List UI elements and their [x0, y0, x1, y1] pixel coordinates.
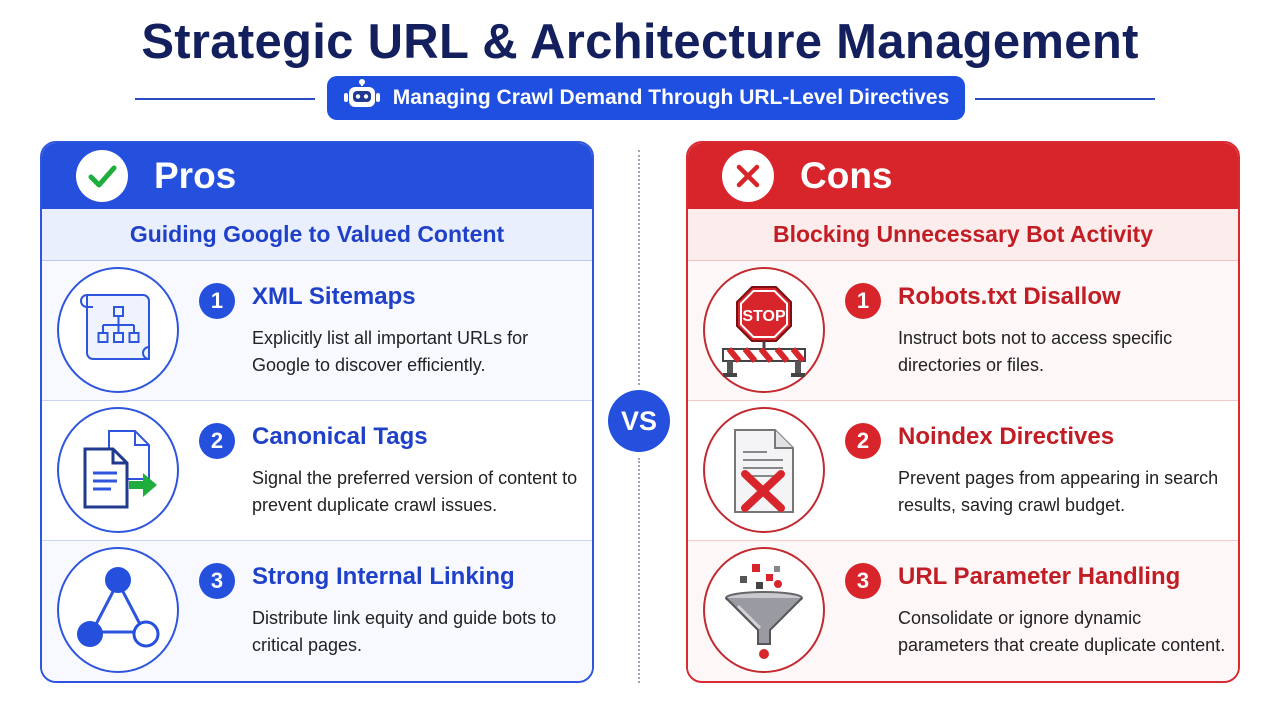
- item-title: Noindex Directives: [898, 423, 1115, 450]
- stop-sign-barrier-icon: STOP: [703, 267, 825, 393]
- pros-item: 2 Canonical Tags Signal the preferred ve…: [42, 401, 592, 541]
- item-description: Prevent pages from appearing in search r…: [898, 468, 1219, 515]
- cons-panel: Cons Blocking Unnecessary Bot Activity S…: [686, 141, 1240, 683]
- item-description: Explicitly list all important URLs for G…: [252, 328, 529, 375]
- document-arrow-icon: [57, 407, 179, 533]
- cons-item: 2 Noindex Directives Prevent pages from …: [688, 401, 1238, 541]
- subtitle-divider-right: [975, 98, 1155, 100]
- item-description: Signal the preferred version of content …: [252, 468, 578, 515]
- stop-sign-text: STOP: [742, 308, 786, 325]
- item-number: 1: [199, 283, 235, 319]
- robot-icon: [343, 79, 381, 117]
- item-number: 3: [845, 563, 881, 599]
- vs-divider-bottom: [638, 458, 640, 683]
- subtitle-row: Managing Crawl Demand Through URL-Level …: [135, 76, 1155, 122]
- item-number: 2: [199, 423, 235, 459]
- item-title: URL Parameter Handling: [898, 563, 1181, 590]
- item-number: 1: [845, 283, 881, 319]
- page-title: Strategic URL & Architecture Management: [141, 15, 1139, 69]
- item-number: 2: [845, 423, 881, 459]
- funnel-icon: [703, 547, 825, 673]
- cons-heading: Cons: [800, 155, 893, 196]
- document-x-icon: [703, 407, 825, 533]
- pros-item: 3 Strong Internal Linking Distribute lin…: [42, 541, 592, 681]
- item-title: Strong Internal Linking: [252, 563, 515, 590]
- item-number: 3: [199, 563, 235, 599]
- item-description: Consolidate or ignore dynamic parameters…: [898, 608, 1226, 655]
- pros-item: 1 XML Sitemaps Explicitly list all impor…: [42, 261, 592, 401]
- item-description: Distribute link equity and guide bots to…: [252, 608, 557, 655]
- x-icon: [722, 150, 774, 202]
- sitemap-scroll-icon: [57, 267, 179, 393]
- item-title: Robots.txt Disallow: [898, 283, 1121, 310]
- item-description: Instruct bots not to access specific dir…: [898, 328, 1173, 375]
- vs-divider-top: [638, 150, 640, 385]
- item-title: Canonical Tags: [252, 423, 428, 450]
- subtitle-pill: Managing Crawl Demand Through URL-Level …: [327, 76, 965, 120]
- pros-subheading: Guiding Google to Valued Content: [42, 209, 592, 261]
- vs-badge: VS: [608, 390, 670, 452]
- cons-item: 3 URL Parameter Handling Consolidate or …: [688, 541, 1238, 681]
- link-network-icon: [57, 547, 179, 673]
- subtitle-divider-left: [135, 98, 315, 100]
- pros-header: Pros: [42, 143, 592, 209]
- cons-header: Cons: [688, 143, 1238, 209]
- item-title: XML Sitemaps: [252, 283, 416, 310]
- check-icon: [76, 150, 128, 202]
- cons-item: STOP 1 Robots.txt Disallow Instruct bots…: [688, 261, 1238, 401]
- pros-panel: Pros Guiding Google to Valued Content: [40, 141, 594, 683]
- subtitle-text: Managing Crawl Demand Through URL-Level …: [392, 86, 950, 109]
- pros-heading: Pros: [154, 155, 237, 196]
- cons-subheading: Blocking Unnecessary Bot Activity: [688, 209, 1238, 261]
